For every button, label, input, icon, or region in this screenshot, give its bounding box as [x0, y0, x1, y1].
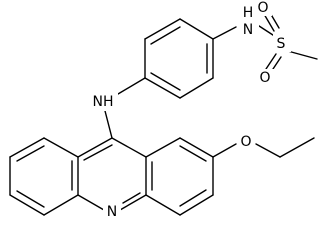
amide-h-label: H — [243, 5, 254, 21]
acridine-right-ring — [145, 137, 214, 216]
amide-n-label: N — [243, 22, 253, 38]
acridine-nitrogen-label: N — [107, 204, 117, 220]
acridine-center-ring — [77, 137, 147, 211]
para-phenylene-ring — [144, 18, 214, 99]
sulfonyl-oxygen-top-label: O — [257, 0, 268, 16]
acridine-left-ring — [9, 137, 113, 216]
methoxy-oxygen-label: O — [240, 134, 251, 150]
sulfonyl-oxygen-bottom-label: O — [259, 70, 270, 86]
amine-nh-label: NH — [93, 94, 114, 110]
methanesulfonamide-group — [212, 10, 318, 73]
chemical-structure-diagram: H N S O O NH N O — [9, 0, 318, 221]
methoxy-group — [212, 137, 315, 158]
amine-linker — [103, 77, 146, 139]
sulfur-label: S — [277, 36, 286, 52]
